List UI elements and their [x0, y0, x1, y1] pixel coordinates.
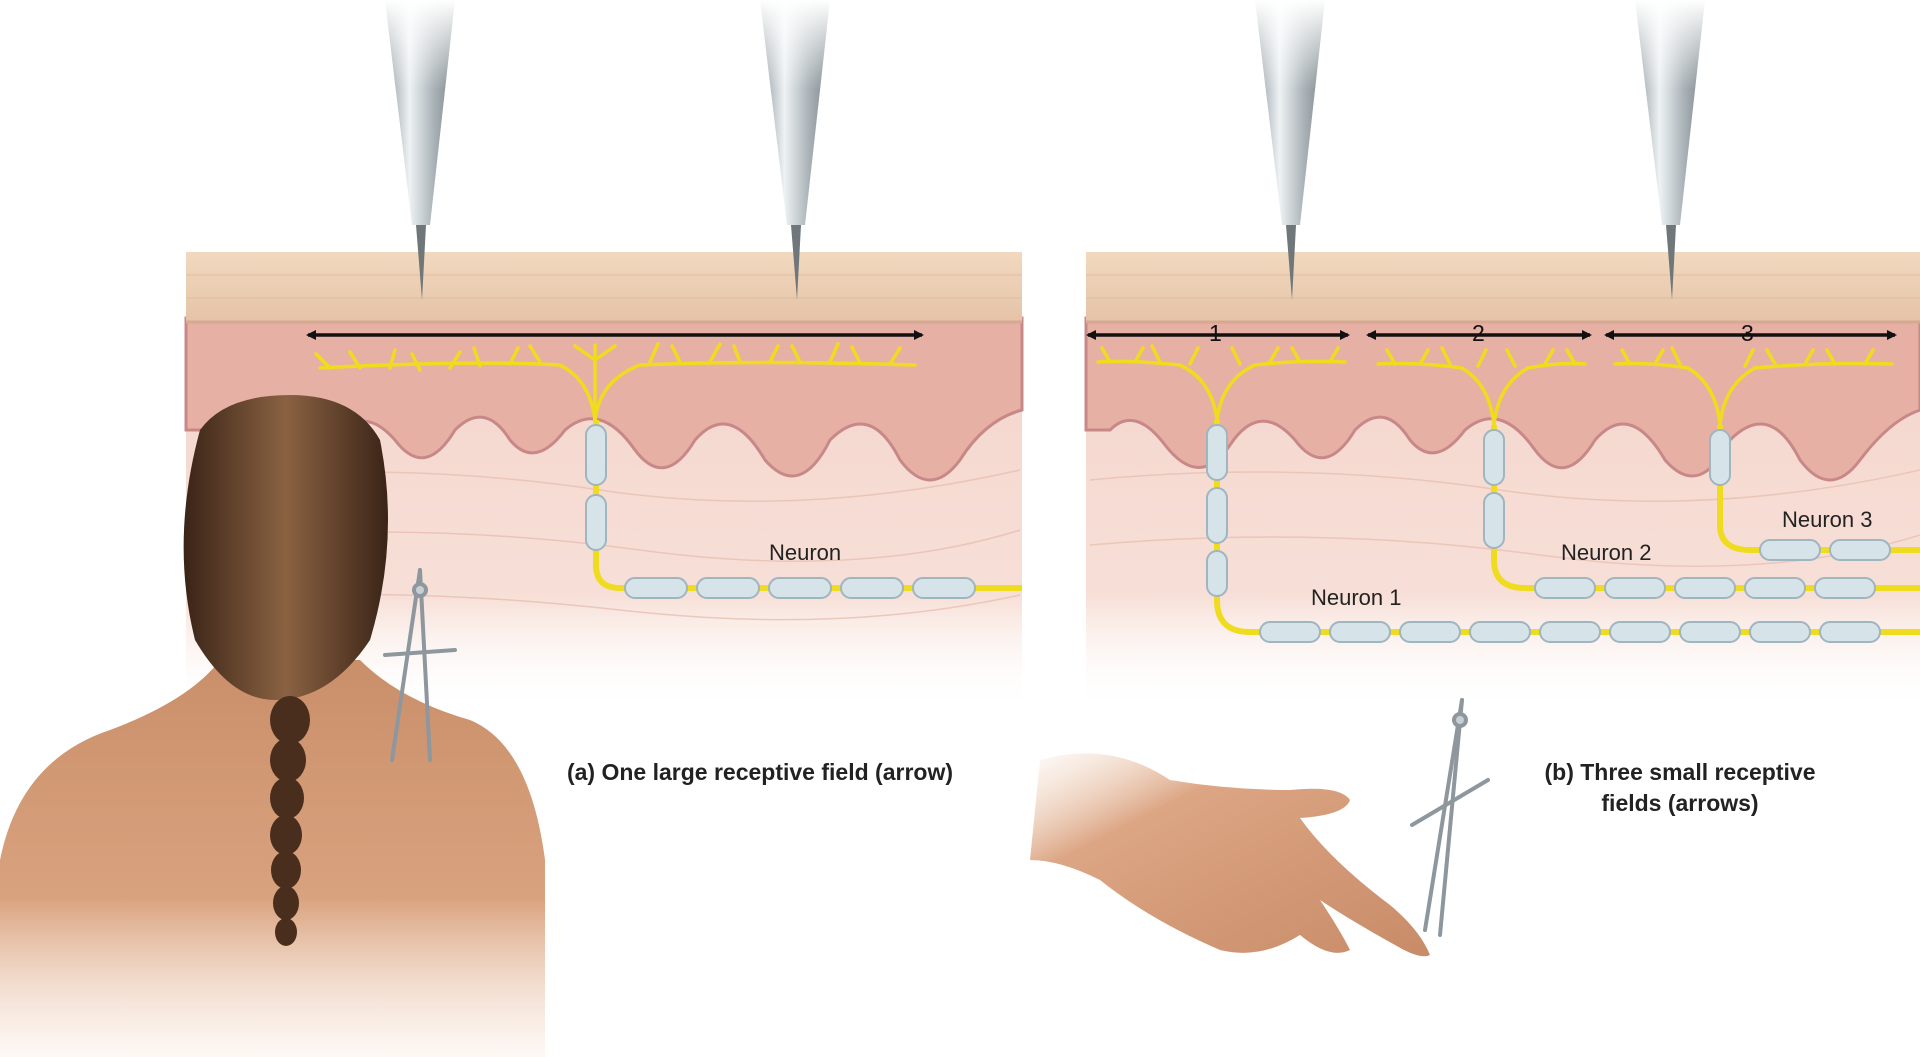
myelin-sheaths	[1206, 424, 1891, 643]
neuron-axon	[585, 420, 1022, 599]
field-number-2: 2	[1472, 320, 1485, 346]
field-number-3: 3	[1741, 320, 1754, 346]
two-point-caliper-icon	[383, 568, 457, 762]
field-number-1: 1	[1209, 320, 1222, 346]
woman-back-figure	[0, 395, 545, 1057]
hand-figure	[1030, 753, 1430, 957]
neuron-1-label: Neuron 1	[1311, 585, 1402, 610]
neuron-2-label: Neuron 2	[1561, 540, 1652, 565]
neuron-3-label: Neuron 3	[1782, 507, 1873, 532]
two-point-caliper-icon	[1410, 698, 1490, 937]
panel-b-caption-line-2: fields (arrows)	[1601, 790, 1759, 817]
neuron-dendrites	[1096, 344, 1894, 427]
hair	[183, 395, 388, 700]
probe-icon	[1250, 0, 1330, 300]
neuron-dendrites	[314, 342, 917, 422]
braid	[270, 696, 310, 946]
panel-b-caption: (b) Three small receptive fields (arrows…	[1500, 757, 1860, 819]
probe-icon	[755, 0, 835, 300]
panel-b-caption-line-1: (b) Three small receptive	[1544, 759, 1816, 785]
neuron-label: Neuron	[769, 540, 842, 565]
probe-icon	[380, 0, 460, 300]
neuron-axons	[1214, 420, 1920, 635]
panel-a-caption: (a) One large receptive field (arrow)	[566, 759, 953, 785]
probe-icon	[1630, 0, 1710, 300]
